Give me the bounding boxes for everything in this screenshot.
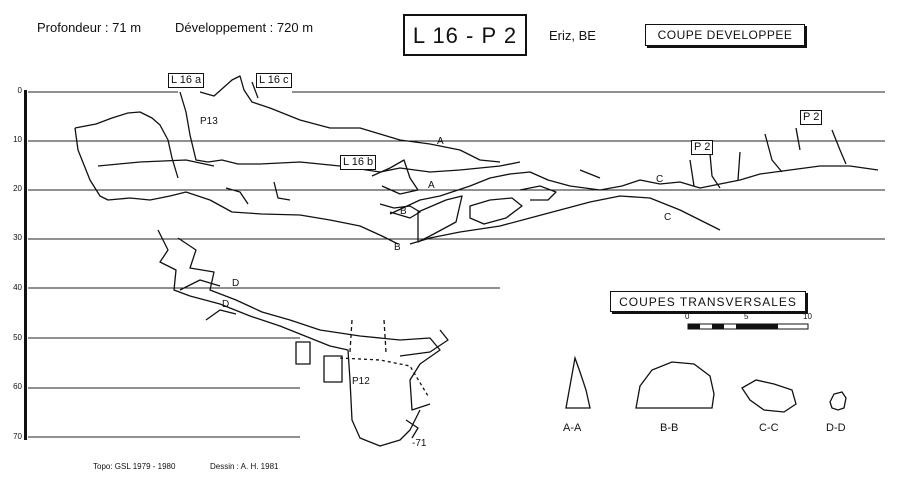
section-aa-label: A-A	[563, 422, 582, 434]
location: Eriz, BE	[549, 28, 596, 43]
bottom-depth-label: -71	[412, 438, 427, 449]
shaft-p12-label: P12	[352, 376, 370, 387]
depth-tick-70: 70	[13, 432, 22, 441]
depth-tick-0: 0	[17, 86, 22, 95]
marker-a-2: A	[428, 180, 435, 191]
length-info: Développement : 720 m	[175, 20, 314, 35]
cave-name-box: L 16 - P 2	[403, 14, 527, 56]
transverse-title-box: COUPES TRANSVERSALES	[610, 291, 806, 312]
footer-dessin: Dessin : A. H. 1981	[210, 462, 279, 471]
marker-d-1: D	[232, 278, 240, 289]
cave-outline	[74, 75, 879, 447]
section-cc-shape	[741, 379, 797, 413]
section-type: COUPE DEVELOPPEE	[657, 28, 793, 42]
section-bb-label: B-B	[660, 422, 679, 434]
section-cc-label: C-C	[759, 422, 779, 434]
depth-tick-30: 30	[13, 233, 22, 242]
entrance-p2-right-label: P 2	[800, 110, 823, 125]
depth-tick-50: 50	[13, 333, 22, 342]
cave-name: L 16 - P 2	[412, 23, 518, 48]
depth-grid	[28, 91, 885, 438]
depth-tick-60: 60	[13, 382, 22, 391]
section-bb-shape	[635, 361, 715, 409]
marker-a-1: A	[437, 136, 444, 147]
marker-b-2: B	[394, 242, 401, 253]
transverse-sections	[565, 355, 847, 413]
entrance-l16b-label: L 16 b	[340, 155, 377, 170]
section-type-box: COUPE DEVELOPPEE	[645, 24, 805, 46]
scale-tick-0: 0	[685, 312, 690, 321]
scale-tick-5: 5	[744, 312, 749, 321]
footer-topo: Topo: GSL 1979 - 1980	[93, 462, 176, 471]
section-dd-label: D-D	[826, 422, 846, 434]
transverse-scale-bar	[687, 323, 809, 330]
scale-tick-10: 10	[803, 312, 812, 321]
entrance-p2-left-label: P 2	[691, 140, 714, 155]
marker-c-2: C	[664, 212, 672, 223]
marker-c-1: C	[656, 174, 664, 185]
section-aa-shape	[565, 355, 591, 409]
entrance-l16a-label: L 16 a	[168, 73, 205, 88]
marker-d-2: D	[222, 299, 230, 310]
depth-tick-10: 10	[13, 135, 22, 144]
depth-tick-20: 20	[13, 184, 22, 193]
depth-tick-40: 40	[13, 283, 22, 292]
marker-b-1: B	[400, 206, 407, 217]
depth-info: Profondeur : 71 m	[37, 20, 142, 35]
entrance-l16c-label: L 16 c	[256, 73, 292, 88]
section-dd-shape	[829, 391, 847, 411]
shaft-p13-label: P13	[200, 116, 218, 127]
transverse-title: COUPES TRANSVERSALES	[619, 295, 797, 309]
depth-scale-bar	[24, 90, 27, 440]
